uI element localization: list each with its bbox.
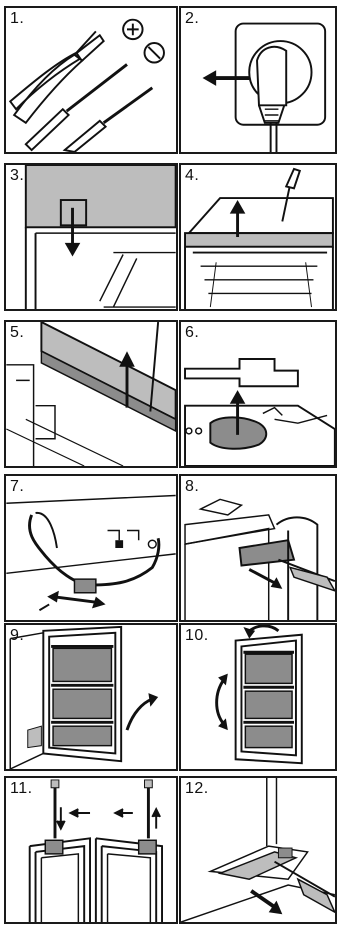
- step-number: 3.: [10, 167, 24, 185]
- connector-illustration: [181, 322, 335, 466]
- plug-icon: [257, 47, 286, 105]
- hinge: [139, 840, 157, 854]
- arrow-up-icon: [152, 809, 160, 828]
- arrow-down-icon: [57, 807, 65, 828]
- step-3-panel: 3.: [4, 163, 178, 311]
- curved-arrow-icon: [217, 679, 224, 724]
- arrow-left-icon: [71, 809, 90, 817]
- step-5-panel: 5.: [4, 320, 178, 468]
- step-number: 9.: [10, 627, 24, 645]
- step-number: 6.: [185, 324, 199, 342]
- step-4-panel: 4.: [179, 163, 337, 311]
- step-12-panel: 12.: [179, 776, 337, 924]
- step-number: 7.: [10, 478, 24, 496]
- lift-panel-illustration: [6, 322, 176, 466]
- hinge: [45, 840, 63, 854]
- step-number: 2.: [185, 10, 199, 28]
- reverse-door-illustration: [181, 625, 335, 769]
- step-7-panel: 7.: [4, 474, 178, 622]
- hinge-cover-illustration: [181, 778, 335, 922]
- step-number: 5.: [10, 324, 24, 342]
- step-8-panel: 8.: [179, 474, 337, 622]
- remove-door-illustration: [6, 625, 176, 769]
- step-2-panel: 2.: [179, 6, 337, 154]
- step-number: 4.: [185, 167, 199, 185]
- connector-block: [74, 579, 95, 593]
- step-number: 12.: [185, 780, 209, 798]
- screwdriver-icon: [65, 121, 106, 152]
- top-cover: [26, 165, 176, 227]
- step-11-panel: 11.: [4, 776, 178, 924]
- arrow-left-icon: [115, 809, 133, 817]
- step-number: 8.: [185, 478, 199, 496]
- step-number: 10.: [185, 627, 209, 645]
- cover-removal-illustration: [6, 165, 176, 309]
- step-number: 11.: [10, 780, 33, 798]
- step-number: 1.: [10, 10, 24, 28]
- curved-arrow-icon: [127, 699, 152, 730]
- step-1-panel: 1.: [4, 6, 178, 154]
- cable-routing-illustration: [6, 476, 176, 620]
- disconnect-illustration: [181, 476, 335, 620]
- screwdriver-icon: [55, 784, 148, 838]
- step-6-panel: 6.: [179, 320, 337, 468]
- top-cover: [185, 233, 333, 247]
- cable: [30, 515, 159, 585]
- double-arrow-icon: [53, 597, 98, 603]
- lift-cover-illustration: [181, 165, 335, 309]
- step-10-panel: 10.: [179, 623, 337, 771]
- hinge-swap-illustration: [6, 778, 176, 922]
- unplug-illustration: [181, 8, 335, 152]
- tools-illustration: [6, 8, 176, 152]
- step-9-panel: 9.: [4, 623, 178, 771]
